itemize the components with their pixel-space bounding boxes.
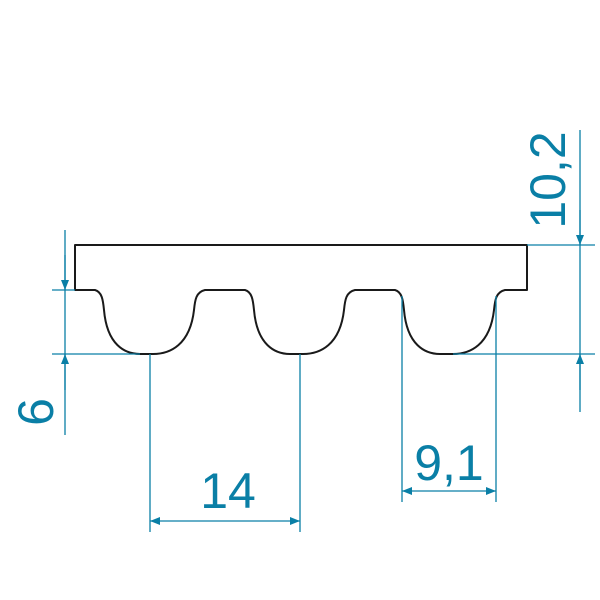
- dim-label-pitch: 14: [200, 463, 256, 519]
- dim-label-tooth-height: 6: [8, 398, 64, 426]
- dim-label-total-height: 10,2: [520, 131, 576, 228]
- timing-belt-profile: [74, 244, 528, 355]
- dimension-lines: [52, 130, 595, 532]
- dim-label-tooth-width: 9,1: [414, 435, 484, 491]
